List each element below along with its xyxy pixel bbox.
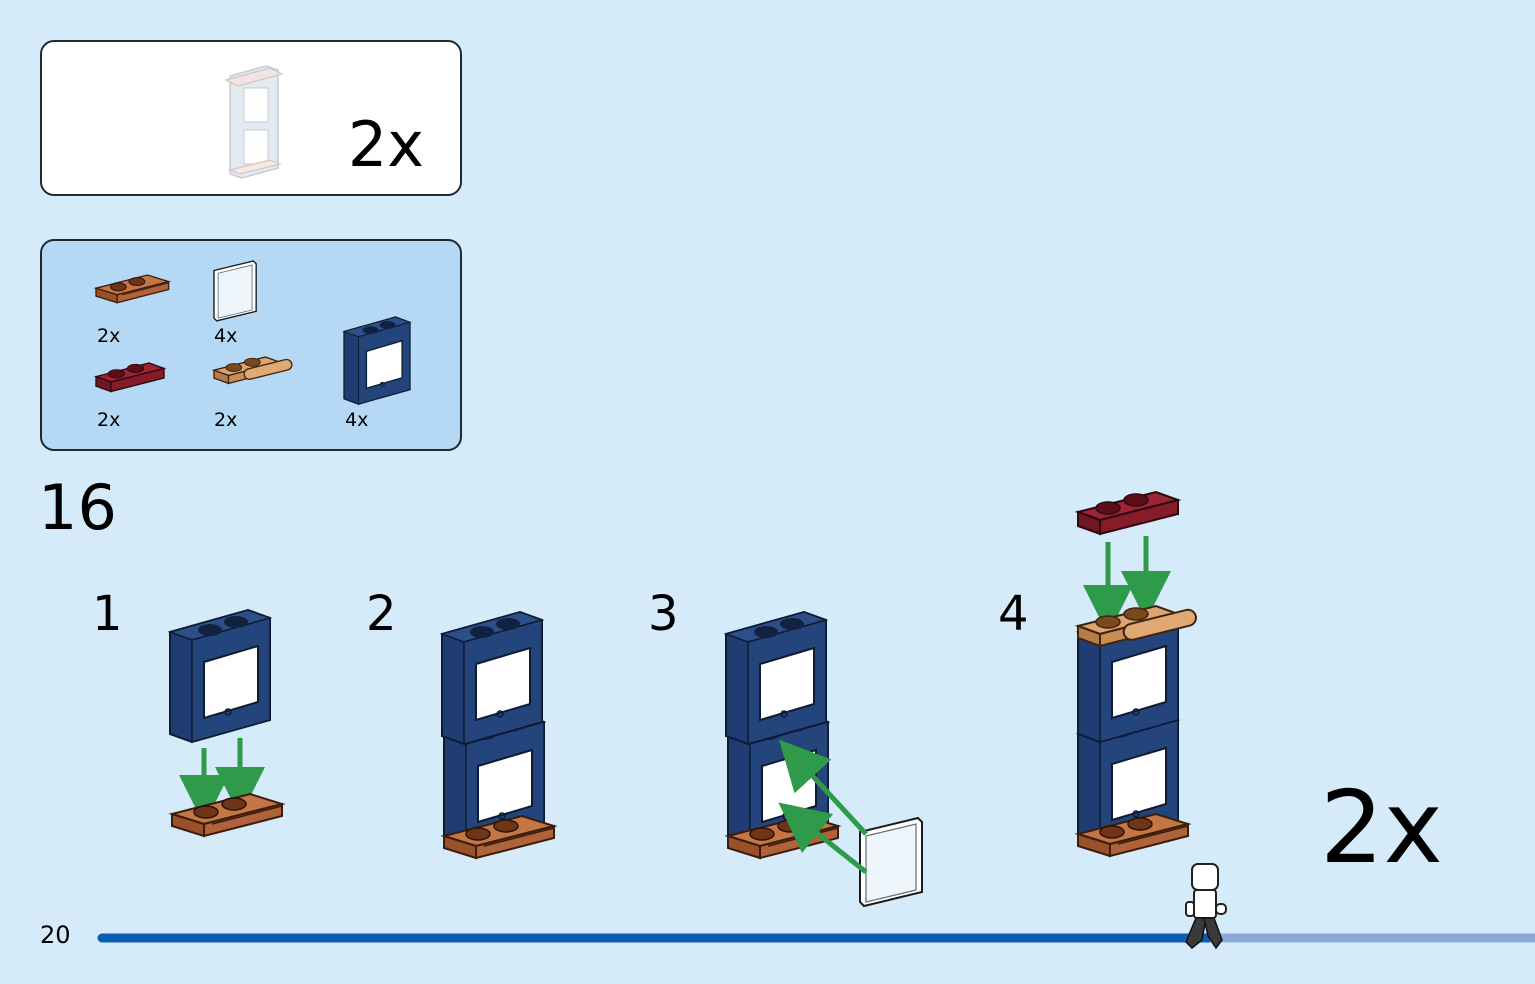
substep-label-1: 1 <box>92 586 123 642</box>
part-quantity: 4x <box>214 325 238 347</box>
part-quantity: 2x <box>97 409 121 431</box>
build-multiplier: 2x <box>1320 769 1443 886</box>
substep-3-illustration <box>725 611 923 907</box>
part-red-plate-icon <box>95 362 165 393</box>
part-quantity: 2x <box>214 409 238 431</box>
substep-label-3: 3 <box>648 586 679 642</box>
part-glass-icon <box>213 260 257 322</box>
part-orange-plate-icon <box>95 274 170 304</box>
part-blue-frame-icon <box>343 316 411 405</box>
step-number: 16 <box>38 471 117 544</box>
progress-figure-icon <box>1185 863 1227 950</box>
substep-label-4: 4 <box>998 586 1029 642</box>
page-number: 20 <box>40 921 71 949</box>
submodel-preview-image <box>224 65 284 179</box>
part-tan-plate-icon <box>213 356 294 385</box>
substep-1-illustration <box>169 609 283 837</box>
part-quantity: 4x <box>345 409 369 431</box>
submodel-callout: 2x <box>40 40 462 196</box>
part-quantity: 2x <box>97 325 121 347</box>
progress-bar <box>97 933 1535 943</box>
substep-label-2: 2 <box>366 586 397 642</box>
substep-2-illustration <box>441 611 555 859</box>
parts-list: 2x 4x 2x 2x 4x <box>40 239 462 451</box>
substep-4-illustration <box>1077 491 1199 857</box>
submodel-quantity: 2x <box>347 108 424 181</box>
